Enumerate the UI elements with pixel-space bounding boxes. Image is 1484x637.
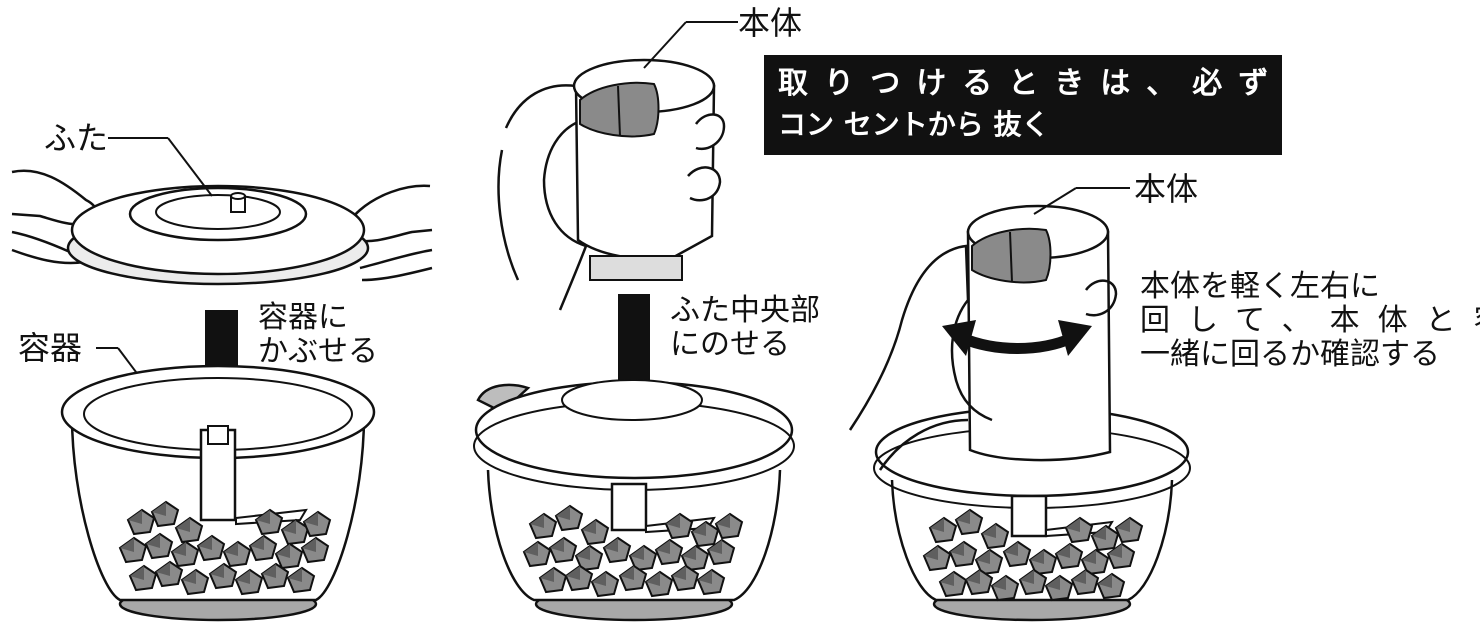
- rotate-arrow-icon: [942, 320, 1092, 356]
- warning-line2: コン セントから 抜く: [778, 108, 1050, 141]
- panel-1-attach-lid: [11, 137, 433, 622]
- lid-icon: [66, 184, 370, 286]
- cover-instruction-line1: 容器に: [258, 300, 348, 335]
- container-with-lid-icon: [473, 379, 795, 622]
- rotate-instruction-line3: 一緒に回るか確認する: [1140, 337, 1440, 372]
- hand-icon: [848, 244, 1118, 471]
- cover-instruction-line2: かぶせる: [258, 334, 378, 369]
- main-body-icon: [572, 58, 716, 281]
- body-label-top: 本体: [738, 4, 803, 42]
- container-icon: [60, 364, 376, 622]
- place-instruction-line2: にのせる: [670, 327, 790, 362]
- panel-2-place-body: [473, 21, 795, 622]
- warning-line1: 取りつけるときは、必ず: [778, 66, 1282, 101]
- rotate-instruction-line2: 回して、本体と容: [1140, 304, 1480, 338]
- lid-label: ふた: [44, 119, 109, 157]
- warning-banner: 取りつけるときは、必ず コン セントから 抜く: [764, 55, 1282, 155]
- rotate-instruction-line1: 本体を軽く左右に: [1140, 269, 1380, 304]
- left-hand-icon: [11, 169, 99, 265]
- main-body-icon: [966, 204, 1112, 462]
- place-instruction-line1: ふた中央部: [670, 293, 820, 328]
- body-label-right: 本体: [1134, 170, 1199, 208]
- panel-3-check-rotation: [848, 187, 1191, 622]
- hand-icon: [497, 84, 588, 311]
- container-label: 容器: [18, 329, 83, 367]
